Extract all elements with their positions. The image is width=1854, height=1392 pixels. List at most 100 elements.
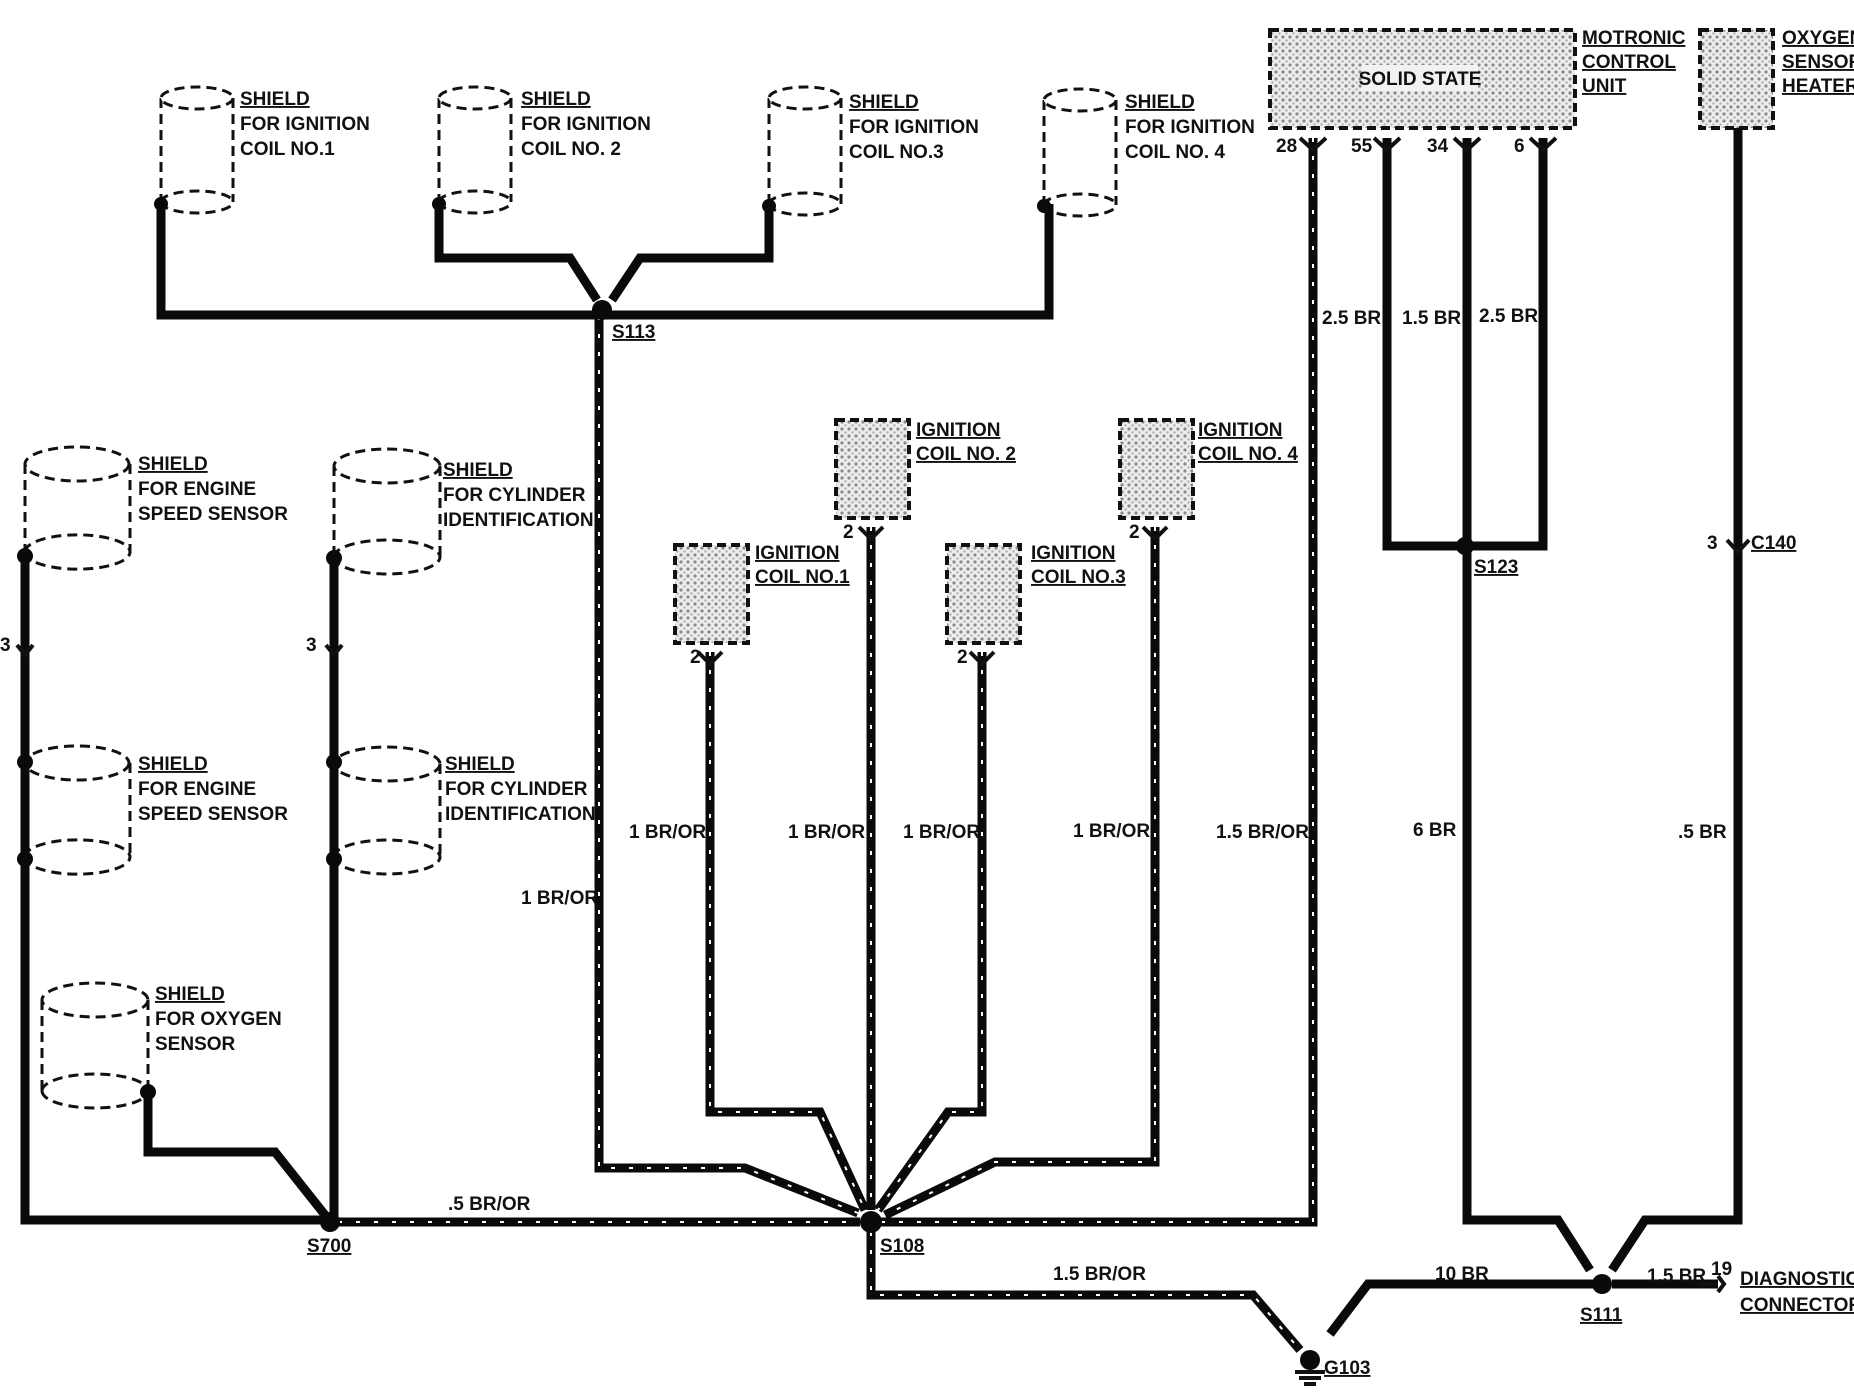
pin-labels: 2 2 2 2 28 55 34 6 3 3 3 19 [0,136,1732,1280]
svg-text:3: 3 [306,635,317,656]
svg-text:1 BR/OR: 1 BR/OR [903,822,980,843]
svg-text:IDENTIFICATION: IDENTIFICATION [445,804,596,825]
svg-text:SHIELD: SHIELD [443,460,513,481]
ground-node [1300,1350,1320,1370]
svg-text:OXYGEN: OXYGEN [1782,28,1854,49]
shield-cyl-a-label: SHIELD FOR CYLINDER IDENTIFICATION [443,460,594,531]
splice-s111 [1592,1274,1612,1294]
ignition-coil-3 [945,543,1022,645]
svg-text:2: 2 [843,522,854,543]
shield-coil2-cylinder [437,85,513,215]
shield-cyl-b-label: SHIELD FOR CYLINDER IDENTIFICATION [445,754,596,825]
coil3-label: IGNITION COIL NO.3 [1031,543,1126,588]
svg-text:FOR IGNITION: FOR IGNITION [240,114,370,135]
svg-text:1 BR/OR: 1 BR/OR [521,888,598,909]
terminal [17,754,33,770]
svg-text:COIL NO. 2: COIL NO. 2 [521,139,621,160]
svg-text:SHIELD: SHIELD [138,754,208,775]
svg-text:3: 3 [1707,533,1718,554]
shield-speed-a-cylinder [23,445,132,571]
shield-cyl-b-cylinder [332,745,442,876]
svg-text:COIL NO.1: COIL NO.1 [240,139,335,160]
svg-text:SPEED SENSOR: SPEED SENSOR [138,804,288,825]
shield-oxygen-label: SHIELD FOR OXYGEN SENSOR [155,984,282,1055]
svg-text:1 BR/OR: 1 BR/OR [629,822,706,843]
shield-coil1-cylinder [159,85,235,215]
svg-text:55: 55 [1351,136,1373,157]
shield-coil4-cylinder [1042,87,1118,218]
svg-text:SENSOR: SENSOR [155,1034,236,1055]
svg-text:FOR CYLINDER: FOR CYLINDER [445,779,588,800]
terminal [17,548,33,564]
terminal [326,550,342,566]
svg-text:28: 28 [1276,136,1297,157]
svg-text:1 BR/OR: 1 BR/OR [788,822,865,843]
striped-wires [338,138,1318,1353]
ground-icon [1295,1370,1325,1386]
svg-text:SENSOR: SENSOR [1782,52,1854,73]
svg-text:DIAGNOSTIC: DIAGNOSTIC [1740,1269,1854,1290]
svg-text:FOR OXYGEN: FOR OXYGEN [155,1009,282,1030]
svg-text:COIL NO.3: COIL NO.3 [1031,567,1126,588]
ignition-coil-2 [834,418,911,520]
svg-text:IGNITION: IGNITION [755,543,839,564]
svg-text:G103: G103 [1324,1358,1370,1379]
svg-text:34: 34 [1427,136,1449,157]
svg-text:SHIELD: SHIELD [138,454,208,475]
svg-text:2: 2 [957,647,968,668]
oxygen-sensor-heater [1698,28,1775,130]
terminal [140,1084,156,1100]
terminal [154,197,168,211]
svg-text:SHIELD: SHIELD [155,984,225,1005]
svg-text:2: 2 [1129,522,1140,543]
terminal [326,851,342,867]
diag-connector-label: DIAGNOSTIC CONNECTOR [1740,1269,1854,1316]
connector-icon [15,136,1751,1294]
svg-text:SPEED SENSOR: SPEED SENSOR [138,504,288,525]
shield-coil1-label: SHIELD FOR IGNITION COIL NO.1 [240,89,370,160]
svg-text:FOR CYLINDER: FOR CYLINDER [443,485,586,506]
svg-text:SHIELD: SHIELD [1125,92,1195,113]
svg-text:SHIELD: SHIELD [521,89,591,110]
svg-text:.5 BR/OR: .5 BR/OR [448,1194,531,1215]
coil2-label: IGNITION COIL NO. 2 [916,420,1016,465]
terminal [1037,199,1051,213]
svg-text:FOR IGNITION: FOR IGNITION [521,114,651,135]
heater-label: OXYGEN SENSOR HEATER [1782,28,1854,97]
svg-text:CONTROL: CONTROL [1582,52,1676,73]
ecu-inner-label: SOLID STATE [1359,69,1482,90]
ignition-coil-4 [1118,418,1195,520]
svg-text:6 BR: 6 BR [1413,820,1457,841]
coil1-label: IGNITION COIL NO.1 [755,543,850,588]
svg-text:S108: S108 [880,1236,924,1257]
svg-text:S123: S123 [1474,557,1518,578]
shield-speed-b-label: SHIELD FOR ENGINE SPEED SENSOR [138,754,288,825]
svg-text:FOR ENGINE: FOR ENGINE [138,479,256,500]
svg-text:S113: S113 [612,322,655,343]
svg-text:3: 3 [0,635,11,656]
svg-text:CONNECTOR: CONNECTOR [1740,1295,1854,1316]
svg-text:MOTRONIC: MOTRONIC [1582,28,1686,49]
svg-text:COIL NO.3: COIL NO.3 [849,142,944,163]
svg-text:2: 2 [690,647,701,668]
svg-text:10 BR: 10 BR [1435,1264,1489,1285]
shield-speed-b-cylinder [23,744,132,876]
shield-coil3-label: SHIELD FOR IGNITION COIL NO.3 [849,92,979,163]
svg-text:FOR IGNITION: FOR IGNITION [849,117,979,138]
splice-labels: S113 S108 S700 S123 S111 C140 G103 [307,322,1796,1379]
splice-s123 [1456,537,1474,555]
shield-coil2-label: SHIELD FOR IGNITION COIL NO. 2 [521,89,651,160]
svg-text:19: 19 [1711,1259,1732,1280]
shield-oxygen-cylinder [40,981,150,1110]
svg-text:2.5 BR: 2.5 BR [1479,306,1538,327]
svg-text:HEATER: HEATER [1782,76,1854,97]
terminal [326,754,342,770]
splice-s108 [860,1211,882,1233]
shield-speed-a-label: SHIELD FOR ENGINE SPEED SENSOR [138,454,288,525]
svg-text:1.5 BR/OR: 1.5 BR/OR [1053,1264,1146,1285]
ecu-label: MOTRONIC CONTROL UNIT [1582,28,1686,97]
svg-text:1.5 BR/OR: 1.5 BR/OR [1216,822,1309,843]
splice-s113 [592,300,612,320]
svg-text:COIL NO. 4: COIL NO. 4 [1198,444,1298,465]
